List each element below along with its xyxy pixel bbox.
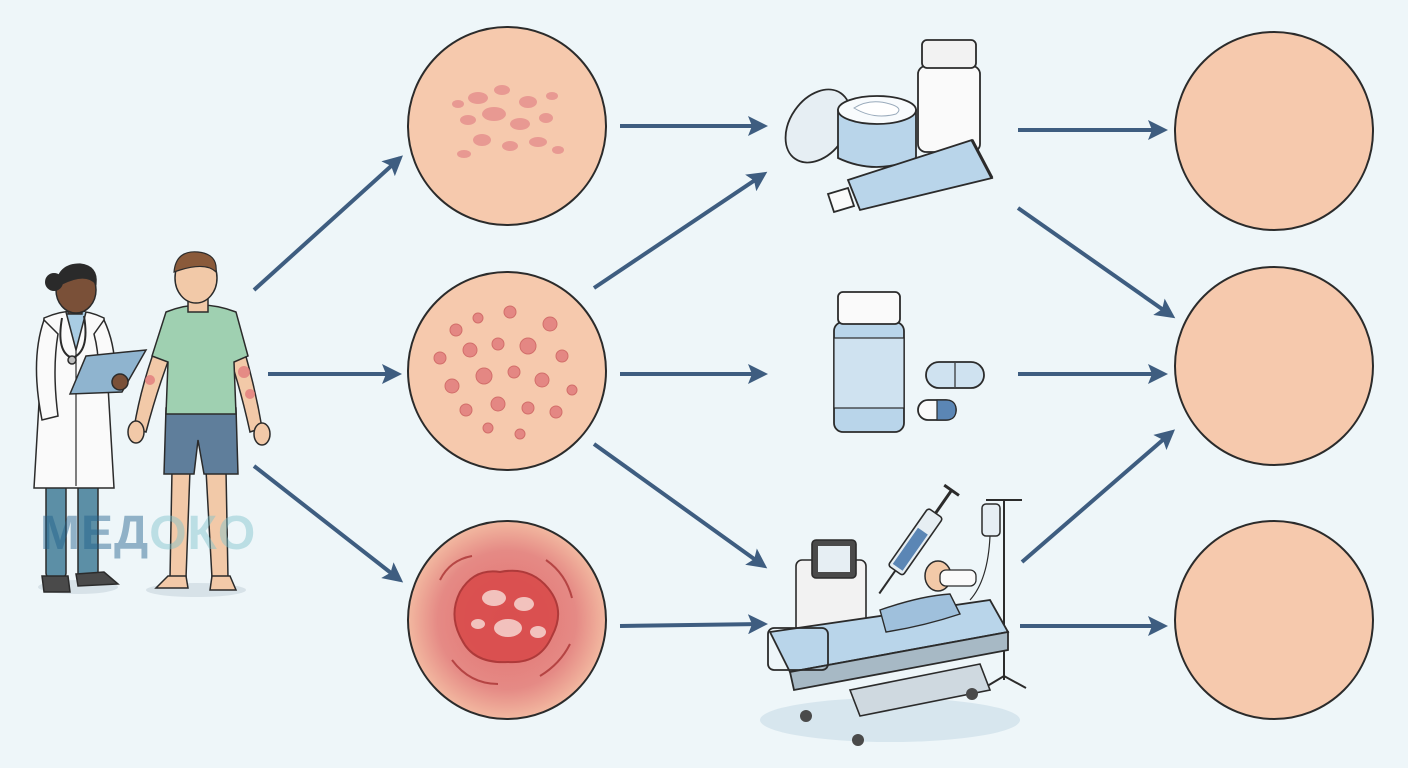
arrow-layer xyxy=(252,116,1176,636)
arrow-moderate-to-hospital xyxy=(592,442,768,569)
arrow-patient-to-mild xyxy=(252,155,403,292)
moderate-rash-icon xyxy=(407,271,607,471)
mild-rash-icon xyxy=(407,26,607,226)
doctor-icon xyxy=(33,263,148,594)
outcome-1-healed-skin-icon xyxy=(1174,31,1374,231)
arrow-hospital-to-outcome-2 xyxy=(1020,429,1176,564)
arrow-severe-to-hospital xyxy=(619,614,768,635)
arrow-patient-to-severe xyxy=(252,464,404,583)
outcome-3-healed-skin-icon xyxy=(1174,520,1374,720)
arrow-moderate-to-topical xyxy=(592,171,768,290)
severe-lesion-icon xyxy=(407,520,607,720)
patient-icon xyxy=(127,251,271,597)
pill-bottle-icon xyxy=(833,291,985,433)
outcome-2-healed-skin-icon xyxy=(1174,266,1374,466)
cream-and-ointment-icon xyxy=(784,39,994,214)
hospital-bed-icon xyxy=(760,483,1027,746)
arrow-topical-to-outcome-2 xyxy=(1016,206,1176,319)
